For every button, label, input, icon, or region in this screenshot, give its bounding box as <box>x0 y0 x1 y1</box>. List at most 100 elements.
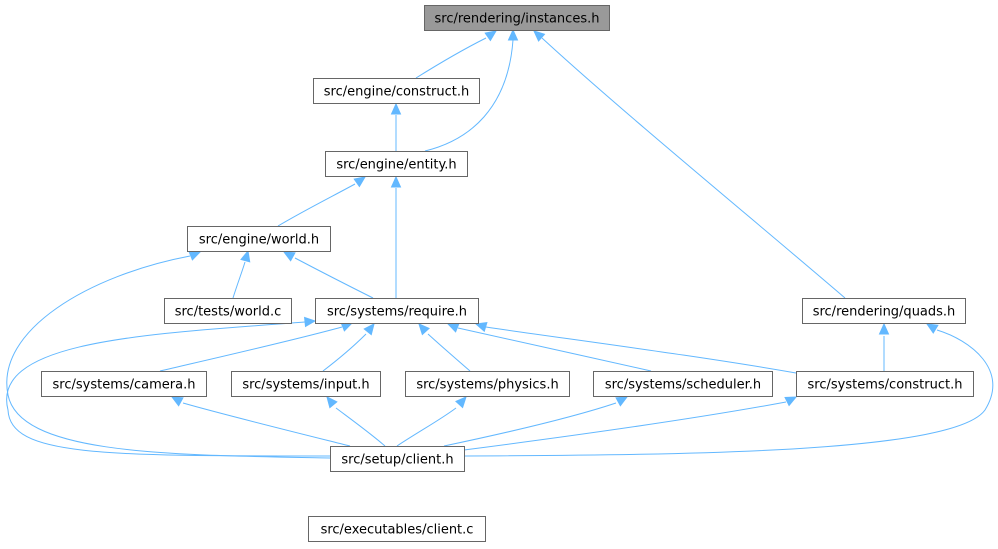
node-label: src/systems/scheduler.h <box>605 378 761 393</box>
arrowhead-icon <box>390 175 402 188</box>
node-instances[interactable]: src/rendering/instances.h <box>424 5 610 31</box>
edge-tests-world-to-world <box>232 249 251 299</box>
node-label: src/engine/construct.h <box>324 85 470 100</box>
node-box <box>231 371 381 397</box>
edge-physics-to-require <box>418 323 471 372</box>
edge-engine-construct-to-instances <box>415 30 497 79</box>
node-require[interactable]: src/systems/require.h <box>315 298 479 324</box>
arrowhead-icon <box>484 30 497 42</box>
edge-scheduler-to-require <box>446 323 652 372</box>
node-client-c[interactable]: src/executables/client.c <box>308 516 486 542</box>
edge-client-h-to-physics <box>396 396 467 447</box>
arrowhead-icon <box>282 251 296 262</box>
edge-line <box>396 407 457 447</box>
node-box <box>41 371 207 397</box>
node-engine-construct[interactable]: src/engine/construct.h <box>313 78 480 104</box>
node-label: src/systems/input.h <box>242 378 369 393</box>
edge-client-h-to-input <box>326 396 386 447</box>
arrowhead-icon <box>533 30 546 42</box>
edge-line <box>424 39 514 152</box>
node-sys-construct[interactable]: src/systems/construct.h <box>796 371 974 397</box>
node-label: src/systems/construct.h <box>808 378 963 393</box>
node-box <box>164 298 292 324</box>
node-scheduler[interactable]: src/systems/scheduler.h <box>593 371 773 397</box>
node-label: src/systems/camera.h <box>53 378 196 393</box>
node-box <box>187 226 331 252</box>
arrowhead-icon <box>188 251 202 261</box>
node-label: src/engine/entity.h <box>336 158 456 173</box>
edge-line <box>6 255 331 459</box>
node-label: src/executables/client.c <box>321 523 474 538</box>
node-tests-world[interactable]: src/tests/world.c <box>164 298 292 324</box>
node-label: src/rendering/quads.h <box>813 305 956 320</box>
node-box <box>796 371 974 397</box>
node-camera[interactable]: src/systems/camera.h <box>41 371 207 397</box>
arrowhead-icon <box>878 322 890 335</box>
edge-line <box>457 327 652 372</box>
edge-sys-construct-to-quads <box>878 322 890 371</box>
node-box <box>405 371 570 397</box>
arrowhead-icon <box>474 321 488 333</box>
edge-input-to-require <box>322 323 375 372</box>
arrowhead-icon <box>326 396 338 409</box>
arrowhead-icon <box>418 323 430 336</box>
edge-camera-to-require <box>159 322 354 372</box>
node-box <box>315 298 479 324</box>
edge-line <box>182 402 351 447</box>
node-box <box>308 516 486 542</box>
edge-entity-to-instances <box>424 28 519 152</box>
edge-line <box>443 402 617 447</box>
node-quads[interactable]: src/rendering/quads.h <box>802 298 966 324</box>
edge-client-h-to-sys-construct <box>463 396 798 451</box>
arrowhead-icon <box>363 323 375 336</box>
arrowhead-icon <box>240 249 251 263</box>
edge-line <box>6 321 331 457</box>
node-label: src/systems/physics.h <box>416 378 558 393</box>
edge-sys-construct-to-require <box>474 321 797 374</box>
edge-client-h-to-world <box>6 251 331 459</box>
edge-line <box>322 333 367 372</box>
graph-edges <box>6 28 994 459</box>
edge-line <box>159 326 343 372</box>
node-label: src/setup/client.h <box>341 453 453 468</box>
edge-quads-to-instances <box>533 30 846 299</box>
arrowhead-icon <box>784 396 798 407</box>
arrowhead-icon <box>353 176 366 188</box>
edge-client-h-to-quads <box>463 323 994 457</box>
node-client-h[interactable]: src/setup/client.h <box>330 446 465 472</box>
edge-client-h-to-scheduler <box>443 396 629 447</box>
node-input[interactable]: src/systems/input.h <box>231 371 381 397</box>
node-box <box>424 5 610 31</box>
graph-nodes: src/rendering/instances.h src/engine/cons… <box>41 5 974 542</box>
edge-line <box>463 401 787 451</box>
edge-line <box>277 183 356 227</box>
arrowhead-icon <box>507 28 519 41</box>
edge-line <box>463 329 994 457</box>
node-box <box>802 298 966 324</box>
arrowhead-icon <box>170 396 184 407</box>
arrowhead-icon <box>455 396 467 409</box>
edge-line <box>485 326 797 374</box>
edge-line <box>294 257 374 299</box>
arrowhead-icon <box>615 396 629 407</box>
edge-client-h-to-camera <box>170 396 351 447</box>
node-box <box>325 151 468 177</box>
edge-line <box>335 407 386 447</box>
edge-line <box>427 333 471 372</box>
node-label: src/rendering/instances.h <box>435 12 600 27</box>
node-physics[interactable]: src/systems/physics.h <box>405 371 570 397</box>
edge-require-to-world <box>282 251 374 299</box>
node-box <box>313 78 480 104</box>
node-box <box>593 371 773 397</box>
edge-line <box>541 37 846 299</box>
node-world[interactable]: src/engine/world.h <box>187 226 331 252</box>
edge-line <box>415 37 487 79</box>
edge-require-to-entity <box>390 175 402 298</box>
node-box <box>330 446 465 472</box>
node-entity[interactable]: src/engine/entity.h <box>325 151 468 177</box>
node-label: src/tests/world.c <box>175 305 282 320</box>
arrowhead-icon <box>390 102 402 115</box>
edge-entity-to-engine-construct <box>390 102 402 151</box>
edge-line <box>232 261 246 299</box>
